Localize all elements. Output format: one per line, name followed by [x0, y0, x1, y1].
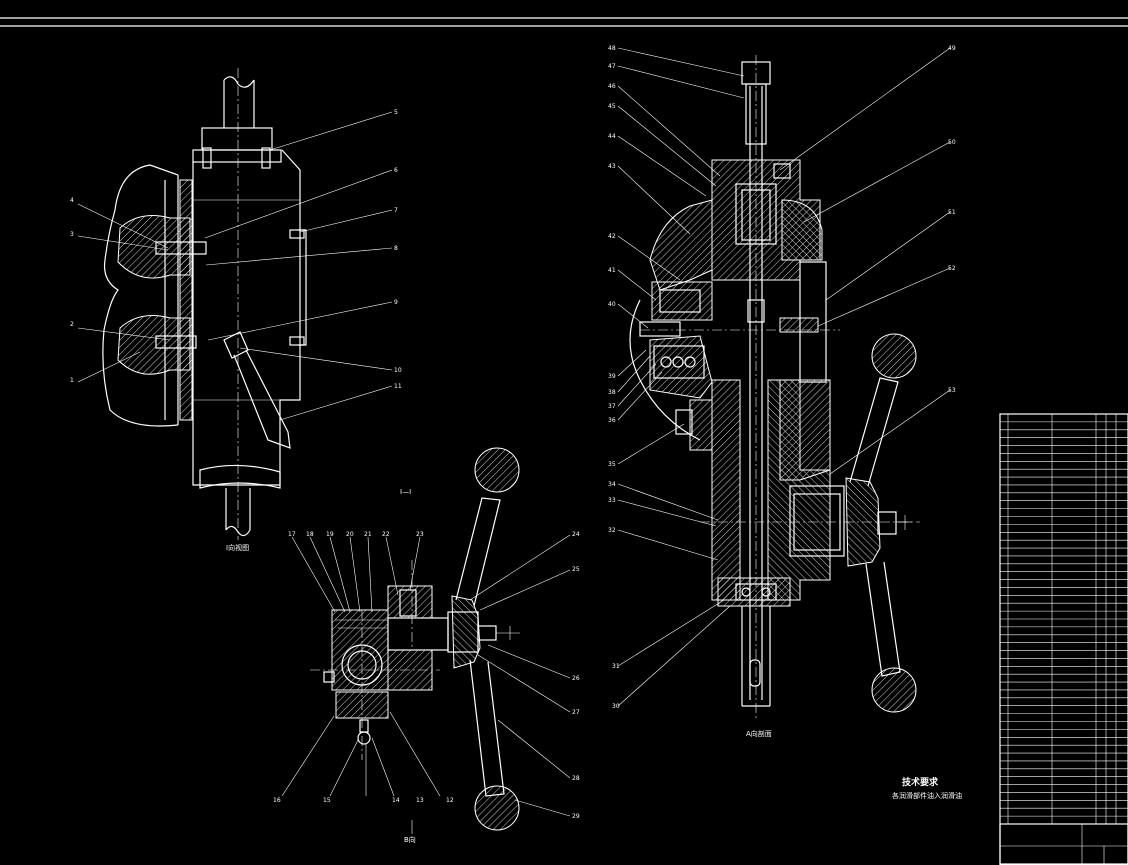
- left-labels: 1 2 3 4 5 6 7 8 9 10 11: [70, 109, 402, 390]
- part-label: 7: [394, 207, 398, 214]
- frame-border: [0, 17, 1128, 27]
- view-caption: I向视图: [226, 543, 249, 552]
- view-caption: A向剖面: [746, 729, 772, 738]
- part-label: 14: [392, 797, 400, 804]
- part-label: 25: [572, 566, 580, 573]
- part-label: 33: [608, 497, 616, 504]
- part-label: 5: [394, 109, 398, 116]
- part-label: 10: [394, 367, 402, 374]
- parts-list-table: [999, 413, 1128, 865]
- part-label: 46: [608, 83, 616, 90]
- part-label: 20: [346, 531, 354, 538]
- part-label: 28: [572, 775, 580, 782]
- part-label: 40: [608, 301, 616, 308]
- bottom-labels: 12 13 14 15 16 17 18 19 20 21 22 23 24 2…: [273, 531, 580, 820]
- part-label: 22: [382, 531, 390, 538]
- part-label: 24: [572, 531, 580, 538]
- part-label: 17: [288, 531, 296, 538]
- part-label: 52: [948, 265, 956, 272]
- part-label: 34: [608, 481, 616, 488]
- part-label: 48: [608, 45, 616, 52]
- part-label: 8: [394, 245, 398, 252]
- right-leaders: [617, 47, 951, 707]
- part-label: 36: [608, 417, 616, 424]
- part-label: 1: [70, 377, 74, 384]
- part-label: 4: [70, 197, 74, 204]
- part-label: 15: [323, 797, 331, 804]
- part-label: 44: [608, 133, 616, 140]
- part-label: 12: [446, 797, 454, 804]
- part-label: 19: [326, 531, 334, 538]
- part-label: 16: [273, 797, 281, 804]
- part-label: 39: [608, 373, 616, 380]
- view-caption: B向: [404, 835, 416, 844]
- part-label: 18: [306, 531, 314, 538]
- tech-notes-title: 技术要求: [902, 776, 939, 788]
- part-label: 49: [948, 45, 956, 52]
- part-label: 26: [572, 675, 580, 682]
- part-label: 13: [416, 797, 424, 804]
- part-label: 23: [416, 531, 424, 538]
- part-label: 27: [572, 709, 580, 716]
- part-label: 11: [394, 383, 402, 390]
- part-label: 47: [608, 63, 616, 70]
- part-label: 29: [572, 813, 580, 820]
- left-view-housing: [102, 68, 307, 540]
- part-label: 31: [612, 663, 620, 670]
- right-labels: 31 30 32 33 34 35 36 37 38 39 40 41 42 4…: [608, 45, 956, 710]
- part-label: 3: [70, 231, 74, 238]
- part-label: 9: [394, 299, 398, 306]
- right-view-assembly: [629, 55, 920, 720]
- bottom-leaders: [281, 534, 571, 817]
- part-label: 53: [948, 387, 956, 394]
- part-label: 51: [948, 209, 956, 216]
- part-label: 37: [608, 403, 616, 410]
- part-label: 50: [948, 139, 956, 146]
- part-label: 2: [70, 321, 74, 328]
- part-label: 32: [608, 527, 616, 534]
- part-label: 45: [608, 103, 616, 110]
- part-label: 41: [608, 267, 616, 274]
- part-label: 21: [364, 531, 372, 538]
- part-label: 6: [394, 167, 398, 174]
- part-label: 38: [608, 389, 616, 396]
- section-mark: I—I: [400, 488, 411, 496]
- tech-notes-line: 各润滑部件油入润滑油: [892, 791, 962, 800]
- part-label: 30: [612, 703, 620, 710]
- bottom-view-assembly: [310, 447, 520, 831]
- part-label: 42: [608, 233, 616, 240]
- part-label: 43: [608, 163, 616, 170]
- left-leaders: [77, 111, 393, 421]
- part-label: 35: [608, 461, 616, 468]
